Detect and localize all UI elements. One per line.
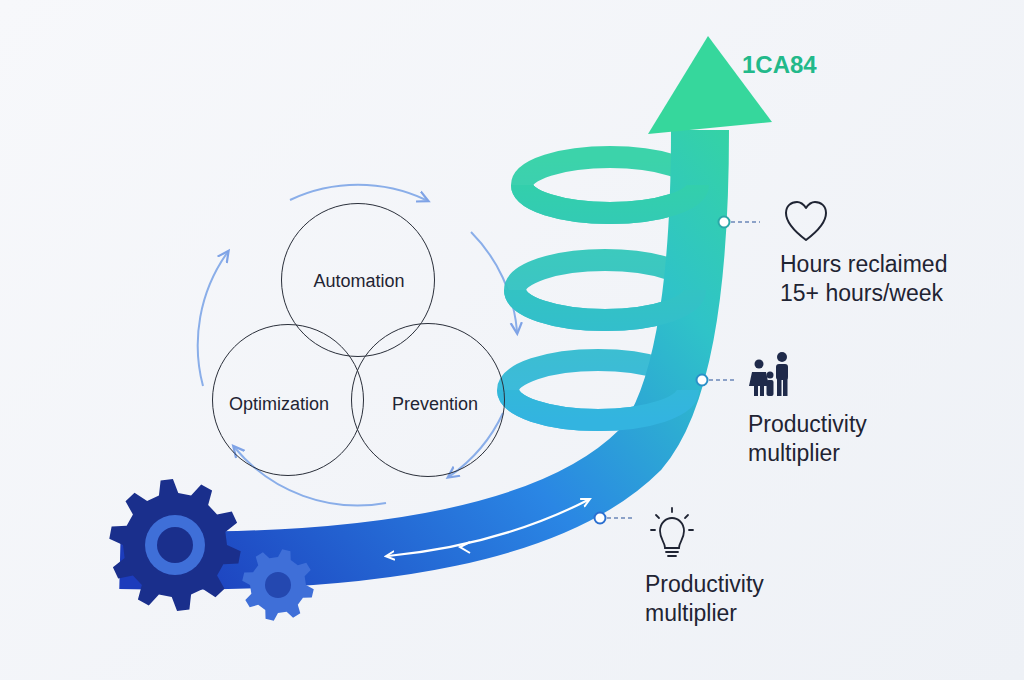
icon-part — [749, 372, 769, 386]
venn-circle: Automation — [281, 203, 435, 357]
circle-label: Automation — [313, 271, 404, 292]
icon-part — [666, 551, 678, 553]
leader-line — [607, 517, 632, 519]
coil-front — [522, 185, 698, 213]
heart-icon — [786, 202, 826, 240]
gear-teeth — [109, 479, 240, 611]
code-label: 1CA84 — [742, 50, 862, 80]
gear-hub — [145, 515, 205, 575]
leader-dot — [595, 513, 606, 524]
circle-label: Optimization — [229, 394, 329, 415]
gear-large — [109, 479, 240, 611]
cycle-arrows — [198, 185, 517, 506]
lightbulb-icon — [651, 508, 693, 556]
spiral-coils-front — [508, 185, 698, 420]
metric-label: Productivity multiplier — [748, 410, 918, 468]
leader-dot — [719, 217, 730, 228]
venn-circle: Prevention — [351, 323, 505, 477]
icon-part — [668, 555, 676, 557]
icon-part — [783, 378, 788, 396]
gear-hole — [157, 527, 193, 563]
cycle-arrow — [198, 253, 227, 386]
leader-points — [595, 217, 761, 524]
metric-label: Hours reclaimed 15+ hours/week — [780, 250, 980, 308]
icon-part — [656, 515, 659, 518]
leader-dot — [697, 375, 708, 386]
leader-line — [731, 221, 760, 223]
cycle-arrow — [235, 448, 386, 505]
icon-part — [671, 508, 673, 512]
icon-part — [777, 378, 782, 396]
venn-circle: Optimization — [212, 324, 364, 476]
gear-teeth — [242, 549, 314, 621]
icon-part — [689, 529, 693, 531]
double-arrow-chevron — [460, 542, 470, 553]
icon-part — [767, 372, 774, 379]
cycle-arrow — [290, 185, 426, 200]
icon-part — [685, 515, 688, 518]
icon-part — [760, 385, 764, 396]
icon-part — [767, 380, 774, 396]
leader-line — [709, 379, 736, 381]
icon-part — [660, 518, 684, 548]
circle-label: Prevention — [392, 394, 478, 415]
icon-part — [755, 360, 764, 369]
family-icon — [749, 352, 788, 396]
coil-front — [515, 290, 695, 320]
icon-part — [754, 385, 758, 396]
double-arrow — [388, 500, 588, 556]
icon-part — [651, 529, 655, 531]
coil-front — [508, 390, 688, 420]
icon-part — [776, 364, 788, 380]
cycle-arrow — [450, 413, 503, 476]
gear-hole — [265, 572, 291, 598]
icon-part — [777, 352, 787, 362]
metric-label: Productivity multiplier — [645, 570, 815, 628]
arrow-head — [648, 36, 772, 134]
gear-small — [242, 549, 314, 621]
